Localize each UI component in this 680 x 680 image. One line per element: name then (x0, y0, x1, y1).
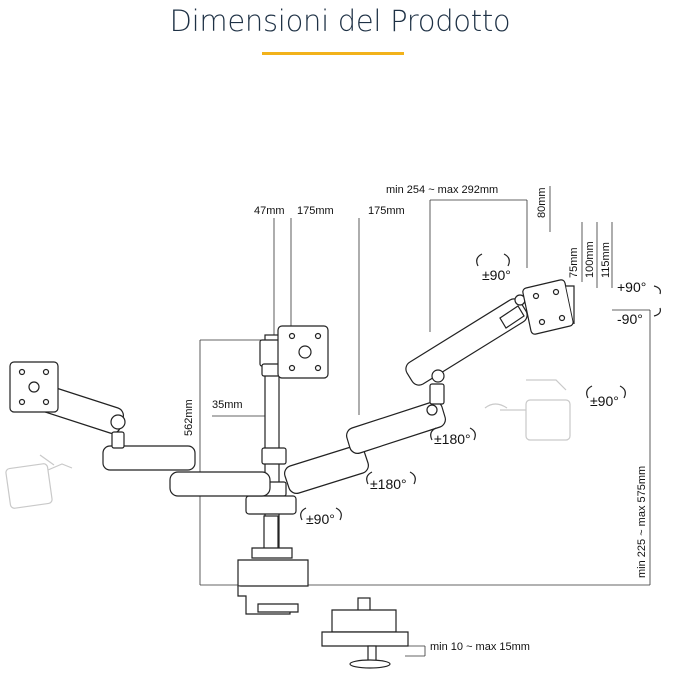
rot-tilt-up: +90° (617, 279, 646, 295)
dim-100mm: 100mm (584, 241, 596, 278)
right-monitor-plate (522, 279, 575, 335)
left-monitor-plate (9, 361, 59, 413)
rotation-arcs (300, 253, 661, 521)
mounting-pole (245, 334, 297, 551)
dim-80mm: 80mm (536, 187, 548, 218)
dimension-lines (199, 186, 651, 657)
dim-115mm: 115mm (600, 242, 612, 278)
rot-tilt-top: ±90° (482, 267, 511, 283)
page-title: Dimensioni del Prodotto (169, 4, 511, 38)
dim-35mm: 35mm (212, 399, 243, 411)
rot-arm-lower: ±180° (370, 476, 407, 492)
title-underline (262, 52, 404, 55)
grommet-clamp (321, 597, 409, 669)
dim-clamp-range: min 10 ~ max 15mm (430, 641, 530, 653)
rot-arm-upper: ±180° (434, 431, 471, 447)
rot-tilt-down: -90° (617, 311, 643, 327)
dim-175mm-a: 175mm (297, 205, 334, 217)
dim-175mm-b: 175mm (368, 205, 405, 217)
rot-base: ±90° (306, 511, 335, 527)
rot-swivel-right: ±90° (590, 393, 619, 409)
dim-75mm: 75mm (568, 247, 580, 278)
ghost-positions (5, 379, 571, 509)
dim-562mm: 562mm (183, 399, 195, 436)
center-monitor-plate (277, 325, 329, 379)
desk-clamp (237, 547, 309, 615)
right-gas-spring-arm (405, 294, 528, 405)
left-arm (41, 385, 271, 497)
dim-top-span: min 254 ~ max 292mm (386, 184, 498, 196)
right-middle-arm (346, 401, 446, 454)
dim-47mm: 47mm (254, 205, 285, 217)
dim-height-range: min 225 ~ max 575mm (636, 466, 648, 578)
